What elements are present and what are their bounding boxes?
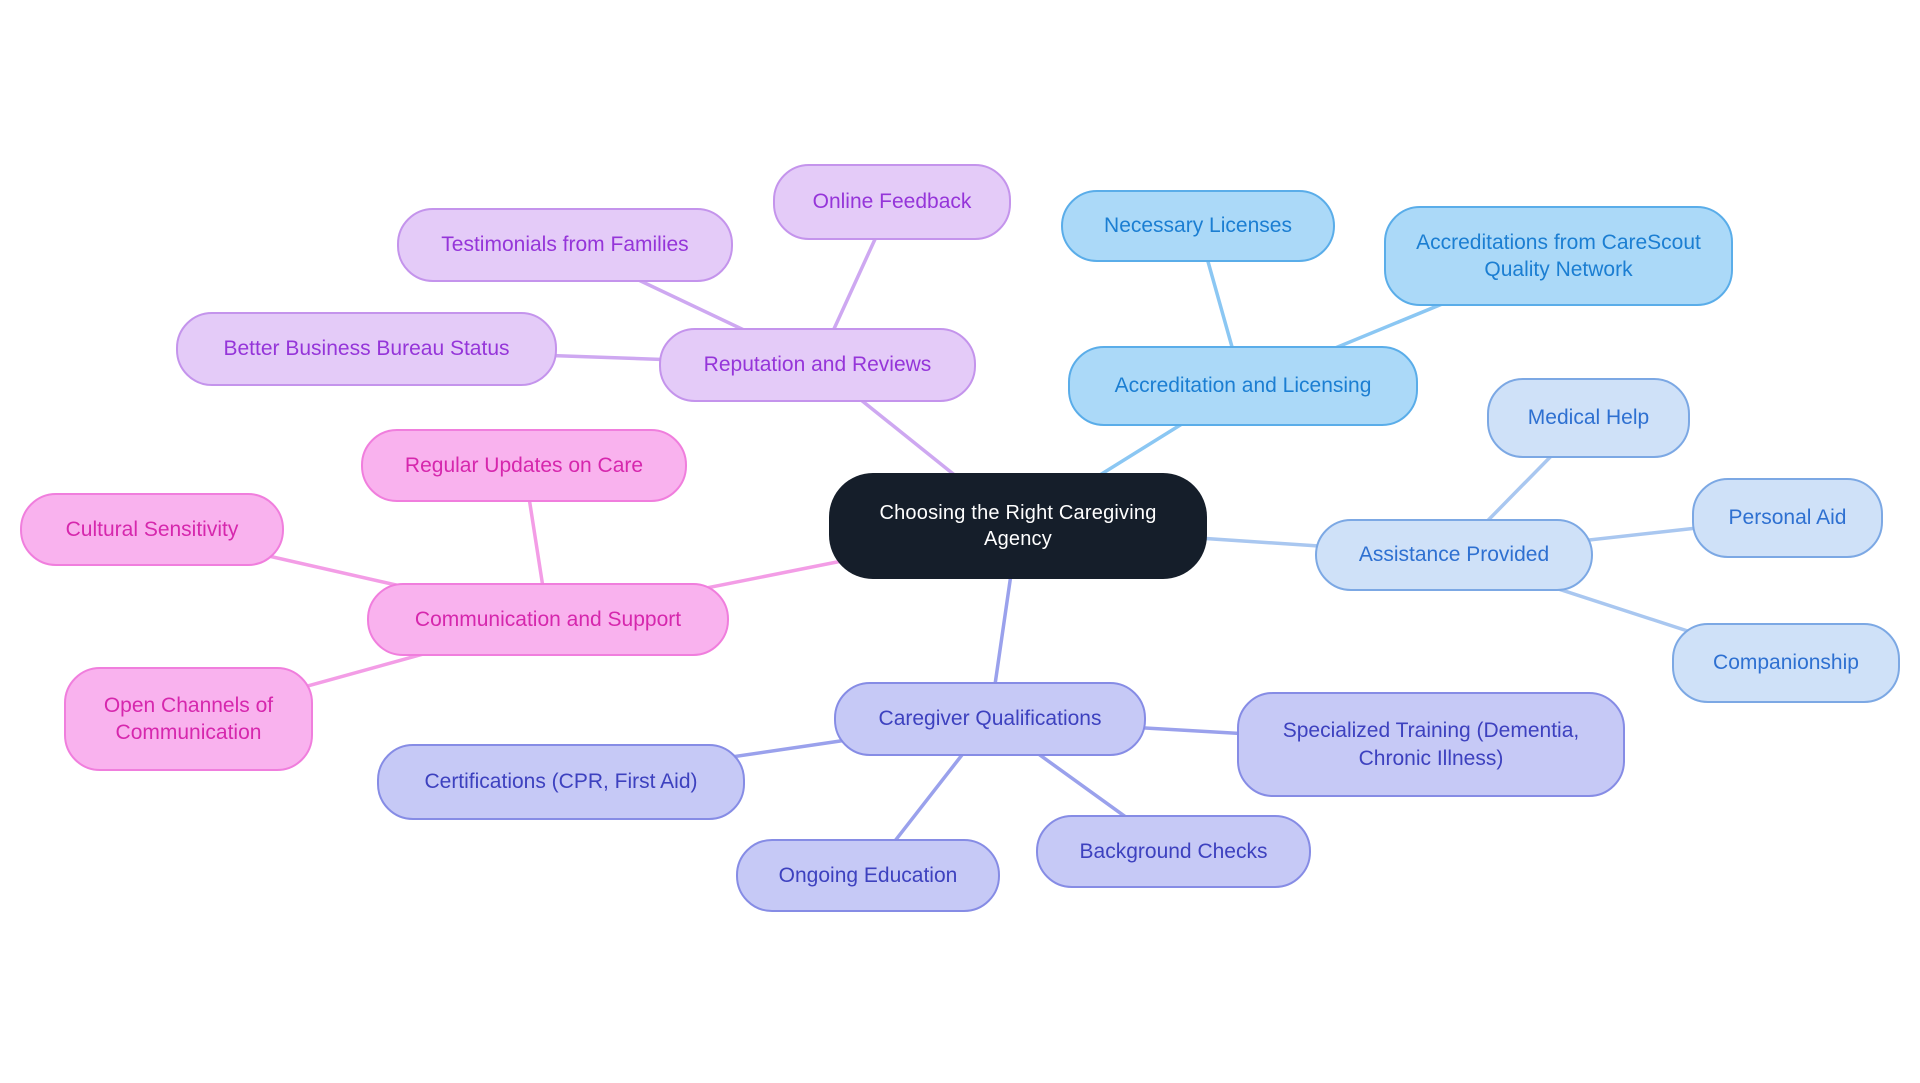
node-caregiver-qualifications[interactable]: Caregiver Qualifications [834,682,1146,756]
node-ongoing-education[interactable]: Ongoing Education [736,839,1000,912]
node-personal-aid[interactable]: Personal Aid [1692,478,1883,558]
node-online-feedback[interactable]: Online Feedback [773,164,1011,240]
node-accreditation-licensing[interactable]: Accreditation and Licensing [1068,346,1418,426]
node-necessary-licenses[interactable]: Necessary Licenses [1061,190,1335,262]
node-communication-support[interactable]: Communication and Support [367,583,729,656]
node-certifications[interactable]: Certifications (CPR, First Aid) [377,744,745,820]
node-companionship[interactable]: Companionship [1672,623,1900,703]
node-specialized-training[interactable]: Specialized Training (Dementia, Chronic … [1237,692,1625,797]
node-regular-updates-care[interactable]: Regular Updates on Care [361,429,687,502]
node-open-channels[interactable]: Open Channels of Communication [64,667,313,771]
node-central[interactable]: Choosing the Right Caregiving Agency [829,473,1207,579]
node-assistance-provided[interactable]: Assistance Provided [1315,519,1593,591]
node-background-checks[interactable]: Background Checks [1036,815,1311,888]
node-bbb-status[interactable]: Better Business Bureau Status [176,312,557,386]
node-accreditations-carescout[interactable]: Accreditations from CareScout Quality Ne… [1384,206,1733,306]
node-reputation-reviews[interactable]: Reputation and Reviews [659,328,976,402]
node-cultural-sensitivity[interactable]: Cultural Sensitivity [20,493,284,566]
node-testimonials-families[interactable]: Testimonials from Families [397,208,733,282]
node-medical-help[interactable]: Medical Help [1487,378,1690,458]
